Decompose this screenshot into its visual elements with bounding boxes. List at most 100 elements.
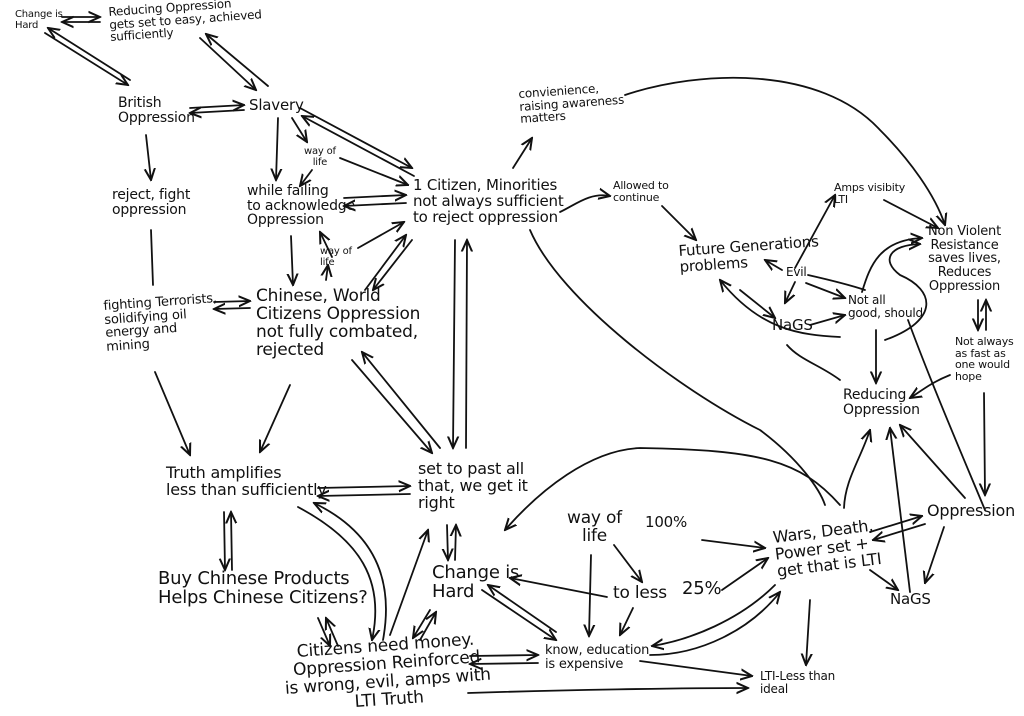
node-to-less: to less bbox=[613, 583, 667, 603]
node-citizens-need-money: Citizens need money. Oppression Reinforc… bbox=[284, 629, 492, 712]
node-non-violent-resistance: Non Violent Resistance saves lives, Redu… bbox=[928, 224, 1001, 294]
arrow bbox=[297, 506, 375, 640]
node-convenience: convienience, raising awareness matters bbox=[517, 81, 625, 127]
arrow bbox=[260, 384, 291, 452]
node-citizen-minorities: 1 Citizen, Minorities not always suffici… bbox=[413, 176, 564, 226]
arrow bbox=[362, 352, 441, 449]
arrow bbox=[214, 308, 251, 309]
arrow bbox=[419, 612, 436, 641]
arrow bbox=[389, 530, 428, 636]
node-british-oppression: British Oppression bbox=[118, 95, 195, 126]
arrow bbox=[900, 425, 966, 499]
node-percent-25: 25% bbox=[682, 578, 722, 599]
arrow bbox=[317, 617, 330, 646]
line bbox=[786, 344, 841, 381]
arrow bbox=[447, 524, 448, 560]
arrow bbox=[470, 663, 539, 664]
arrow bbox=[231, 512, 232, 571]
arrow bbox=[861, 238, 922, 293]
arrow bbox=[721, 558, 768, 591]
arrow bbox=[318, 494, 411, 496]
node-way-of-life-1: way of life bbox=[304, 146, 336, 168]
arrow bbox=[314, 503, 387, 641]
arrow bbox=[488, 585, 557, 633]
node-nags-bottom: NaGS bbox=[890, 590, 931, 608]
arrow bbox=[291, 235, 293, 285]
arrow bbox=[613, 544, 642, 582]
arrow bbox=[317, 486, 410, 488]
arrow bbox=[299, 107, 412, 168]
arrow bbox=[189, 105, 244, 108]
arrow bbox=[146, 134, 151, 180]
arrow bbox=[512, 138, 532, 169]
arrow bbox=[344, 203, 407, 206]
arrow bbox=[505, 447, 841, 530]
node-while-failing: while failing to acknowledge Oppression bbox=[247, 183, 355, 229]
arrow bbox=[883, 199, 938, 228]
arrow bbox=[224, 511, 225, 570]
node-change-is-hard-mid: Change is Hard bbox=[432, 562, 520, 602]
arrow bbox=[154, 371, 190, 455]
arrow bbox=[843, 430, 870, 509]
arrow bbox=[481, 589, 556, 640]
arrow bbox=[805, 282, 845, 298]
arrow bbox=[343, 195, 406, 198]
arrow bbox=[300, 169, 313, 186]
arrow bbox=[652, 584, 776, 646]
arrow bbox=[373, 239, 413, 290]
arrow bbox=[48, 28, 131, 81]
line bbox=[150, 229, 154, 286]
node-reducing-oppression-right: Reducing Oppression bbox=[843, 387, 920, 418]
arrow bbox=[206, 34, 269, 87]
node-reject-fight: reject, fight oppression bbox=[112, 187, 191, 218]
arrow bbox=[44, 32, 128, 85]
arrow bbox=[925, 526, 945, 583]
arrow bbox=[469, 655, 538, 656]
arrow bbox=[765, 260, 783, 270]
arrow bbox=[213, 301, 250, 302]
arrow bbox=[785, 281, 796, 303]
node-buy-chinese-products: Buy Chinese Products Helps Chinese Citiz… bbox=[158, 568, 368, 608]
node-way-of-life-3: way of life bbox=[567, 508, 622, 546]
arrow bbox=[701, 539, 765, 548]
arrow bbox=[190, 110, 245, 113]
arrow bbox=[455, 525, 456, 561]
arrow bbox=[720, 280, 841, 338]
node-nags-top: NaGS bbox=[772, 316, 813, 334]
arrow bbox=[291, 117, 307, 142]
node-amps-visibility: Amps visibity LTI bbox=[834, 181, 906, 206]
arrow bbox=[199, 37, 256, 90]
arrow bbox=[339, 157, 408, 185]
arrow bbox=[624, 76, 945, 225]
arrow bbox=[466, 240, 467, 449]
node-change-is-hard-top: Change is Hard bbox=[15, 9, 63, 31]
node-chinese-world: Chinese, World Citizens Oppression not f… bbox=[256, 286, 421, 360]
line bbox=[807, 274, 866, 291]
arrow bbox=[351, 359, 432, 453]
arrow bbox=[890, 428, 911, 593]
node-evil: Evil bbox=[786, 265, 807, 279]
arrow bbox=[510, 578, 608, 598]
arrow bbox=[661, 205, 696, 240]
arrow bbox=[739, 289, 775, 318]
node-truth-amplifies: Truth amplifies less than sufficiently bbox=[166, 463, 327, 499]
node-lti-less-than-ideal: LTI-Less than ideal bbox=[760, 669, 836, 696]
arrow bbox=[649, 592, 780, 656]
node-not-always-fast: Not always as fast as one would hope bbox=[955, 335, 1014, 383]
node-percent-100: 100% bbox=[645, 513, 688, 531]
arrow bbox=[559, 195, 610, 213]
arrow bbox=[620, 607, 634, 635]
node-way-of-life-2: way of life bbox=[320, 246, 352, 268]
arrow bbox=[453, 239, 455, 448]
arrow bbox=[302, 116, 415, 177]
node-know-education: know, education is expensive bbox=[545, 643, 650, 672]
node-not-all-good: Not all good, should bbox=[848, 293, 923, 320]
arrow bbox=[467, 688, 748, 693]
arrow bbox=[806, 599, 810, 665]
node-fighting-terrorists: fighting Terrorists, solidifying oil ene… bbox=[102, 291, 218, 355]
node-set-to-past: set to past all that, we get it right bbox=[418, 459, 528, 512]
node-oppression-right: Oppression bbox=[927, 501, 1016, 520]
arrow bbox=[326, 618, 339, 647]
arrow bbox=[364, 235, 406, 291]
arrow bbox=[639, 660, 752, 676]
